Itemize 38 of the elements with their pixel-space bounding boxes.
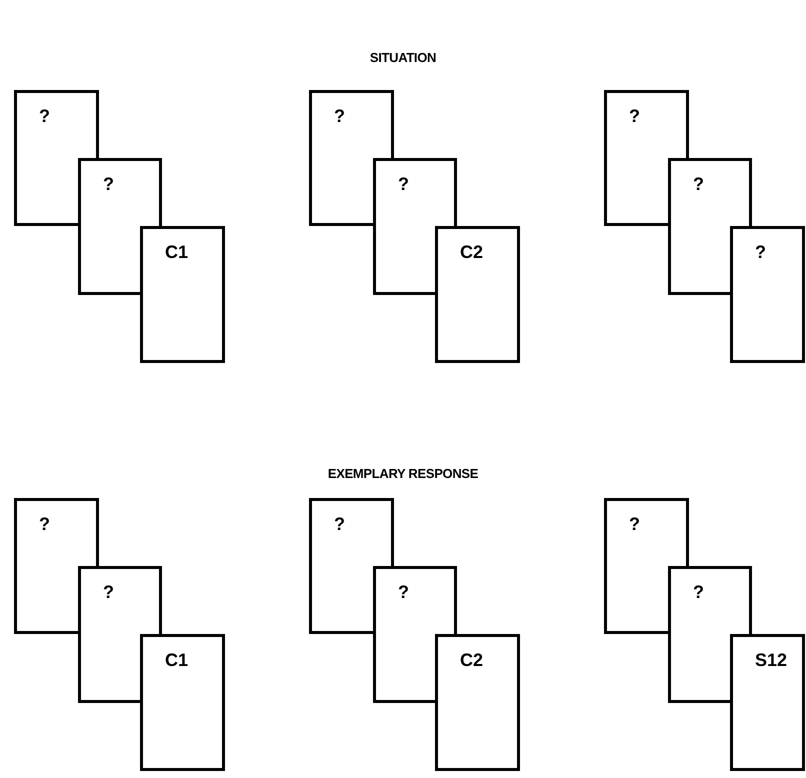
card — [140, 226, 225, 363]
card — [604, 90, 668, 226]
card-text: ? — [103, 175, 114, 193]
card — [435, 226, 520, 363]
card-text: C1 — [165, 651, 188, 669]
section-heading: EXEMPLARY RESPONSE — [326, 465, 480, 483]
card-text: C1 — [165, 243, 188, 261]
card-text: ? — [693, 175, 704, 193]
card — [435, 634, 520, 771]
card — [78, 566, 140, 703]
card — [14, 90, 78, 226]
card — [78, 158, 140, 295]
card-text: S12 — [755, 651, 788, 669]
card — [668, 566, 730, 703]
card-text: ? — [629, 515, 640, 533]
card — [668, 158, 730, 295]
card — [730, 226, 805, 363]
card-text: ? — [39, 107, 50, 125]
card-text: ? — [103, 583, 114, 601]
card-text: ? — [398, 583, 409, 601]
card — [373, 566, 435, 703]
card — [373, 158, 435, 295]
card — [309, 498, 373, 634]
card-text: ? — [334, 515, 345, 533]
card-text: ? — [39, 515, 50, 533]
card — [140, 634, 225, 771]
card-text: ? — [755, 243, 766, 261]
card-text: C2 — [460, 651, 484, 669]
card-text: C2 — [460, 243, 484, 261]
card — [309, 90, 373, 226]
section-heading: SITUATION — [368, 49, 438, 67]
card-text: ? — [334, 107, 345, 125]
card — [14, 498, 78, 634]
card — [604, 498, 668, 634]
card — [730, 634, 805, 771]
card-text: ? — [629, 107, 640, 125]
card-text: ? — [693, 583, 704, 601]
card-text: ? — [398, 175, 409, 193]
